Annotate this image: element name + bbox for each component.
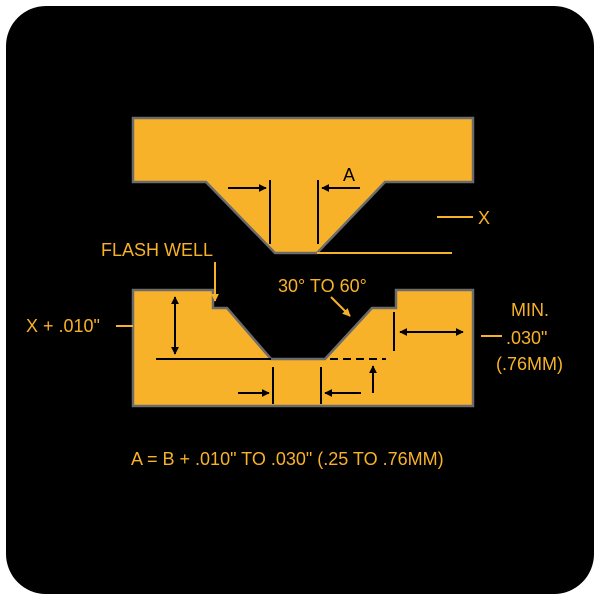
a-label: A (343, 165, 355, 185)
min-label-line3: (.76MM) (496, 354, 563, 374)
angle-label: 30° TO 60° (278, 276, 367, 296)
upper-punch (131, 116, 475, 255)
lower-die (131, 288, 475, 408)
min-label-line1: MIN. (511, 300, 549, 320)
diagram-frame (6, 6, 594, 594)
x-label: X (478, 208, 490, 228)
x-plus-label: X + .010" (26, 316, 100, 336)
formula-text: A = B + .010" TO .030" (.25 TO .76MM) (131, 449, 444, 469)
b-label: B (218, 383, 230, 403)
min-label-line2: .030" (506, 328, 547, 348)
angle-arrow (330, 296, 351, 317)
flash-well-label: FLASH WELL (101, 240, 213, 260)
